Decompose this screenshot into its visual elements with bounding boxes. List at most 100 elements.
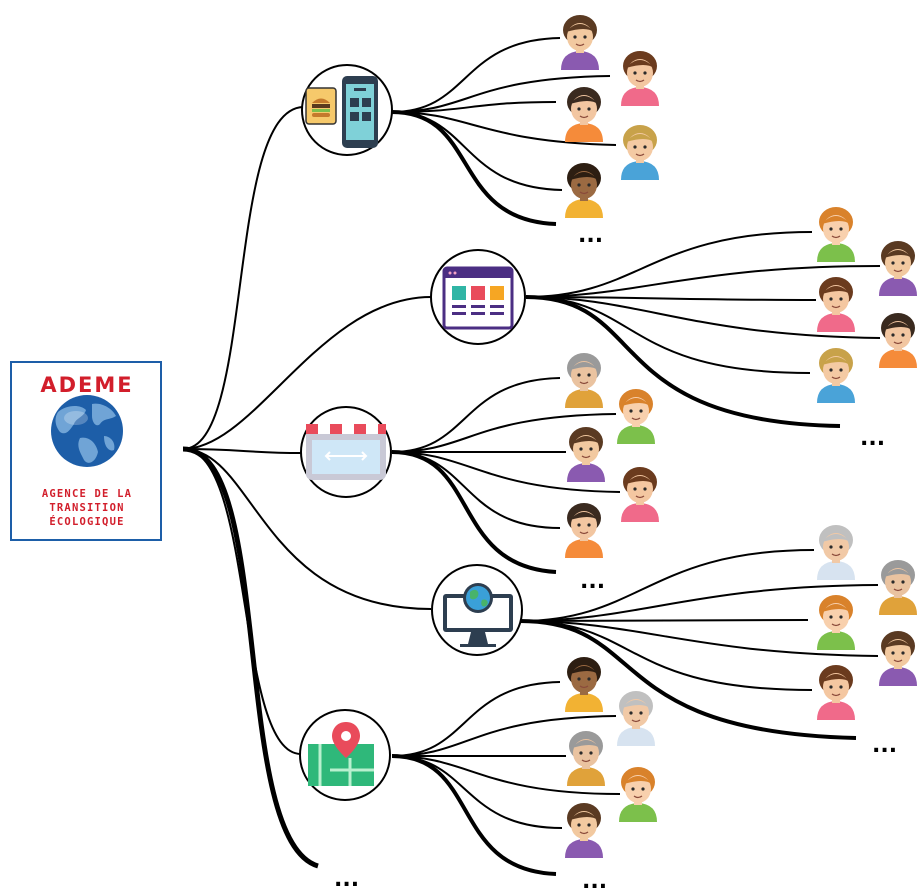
avatar-eye-right [587,373,591,377]
avatar-fringe [822,357,850,365]
elderly-couple-avatar [565,87,603,142]
man-red-shirt-avatar [565,803,603,858]
girl-flower-avatar [621,125,659,180]
avatar-fringe [566,24,594,32]
avatar-eye-right [643,487,647,491]
avatar-eye-left [829,545,833,549]
avatar-fringe [822,674,850,682]
mobile-app-icon [305,76,378,148]
channel-shop-front [300,406,392,498]
trunk-branches [182,106,432,869]
avatar-eye-right [587,107,591,111]
globe-icon [51,395,123,467]
avatar-shirt [621,503,659,522]
woman-curly-avatar [879,313,917,368]
avatar-shirt [817,243,855,262]
avatar-shirt [621,87,659,106]
avatar-shirt [565,389,603,408]
avatar-eye-right [639,409,643,413]
avatar-fringe [884,250,912,258]
avatar-eye-right [839,368,843,372]
avatar-shirt [817,561,855,580]
logo-tagline-1: AGENCE DE LA [42,488,132,500]
avatar-eye-right [587,183,591,187]
channel-web-browser [430,249,526,345]
avatar-mouth [831,693,841,697]
avatar-shirt [817,631,855,650]
avatar-eye-left [579,751,583,755]
avatar-fringe [822,216,850,224]
avatar-shirt [617,425,655,444]
avatar-eye-left [633,487,637,491]
avatar-eye-right [643,145,647,149]
avatar-shirt [565,839,603,858]
avatar-fringe [570,512,598,520]
avatar-shirt [879,667,917,686]
avatar-mouth [635,153,645,157]
avatar-shirt [879,596,917,615]
avatar-eye-left [577,677,581,681]
audience-avatars [561,15,917,858]
avatar-fringe [822,286,850,294]
avatar-eye-left [579,447,583,451]
avatar-eye-right [583,35,587,39]
avatar-eye-right [901,261,905,265]
avatar-mouth [579,831,589,835]
avatar-fringe [884,322,912,330]
avatar-fringe [626,60,654,68]
avatar-eye-left [829,685,833,689]
avatar-mouth [831,235,841,239]
woman-dark-hair-avatar [561,15,599,70]
avatar-eye-left [577,373,581,377]
branches-channel-map [391,681,621,876]
avatar-eye-right [587,523,591,527]
avatar-eye-left [891,261,895,265]
family-avatar [565,657,603,712]
avatar-mouth [579,531,589,535]
avatar-fringe [570,96,598,104]
ginger-girl-avatar [879,631,917,686]
avatar-fringe [822,534,850,542]
avatar-fringe [626,134,654,142]
avatar-fringe [626,476,654,484]
man-glasses-avatar [817,277,855,332]
avatar-eye-right [641,787,645,791]
avatar-mouth [579,115,589,119]
more-markers: ... ... ... ... ... ... [334,223,897,891]
avatar-shirt [565,693,603,712]
avatar-shirt [565,123,603,142]
branches-channel-mobile [391,37,617,226]
avatar-shirt [561,51,599,70]
avatar-mouth [831,553,841,557]
avatar-mouth [575,43,585,47]
avatar-fringe [622,398,650,406]
more-channel-shop: ... [580,569,605,594]
channel-map-pin [299,709,391,801]
avatar-eye-right [589,751,593,755]
avatar-eye-right [839,615,843,619]
avatar-mouth [581,759,591,763]
logo-tagline-3: ÉCOLOGIQUE [49,515,124,528]
avatar-mouth [893,269,903,273]
elderly-man-tie-avatar [817,348,855,403]
avatar-fringe [570,812,598,820]
avatar-mouth [893,588,903,592]
avatar-eye-left [829,615,833,619]
avatar-mouth [579,381,589,385]
avatar-fringe [884,569,912,577]
avatar-shirt [817,313,855,332]
avatar-shirt [817,384,855,403]
avatar-fringe [572,436,600,444]
young-man-avatar [879,560,917,615]
logo-tagline-2: TRANSITION [49,502,124,514]
avatar-mouth [635,79,645,83]
avatar-eye-left [633,145,637,149]
avatar-eye-right [839,545,843,549]
branches-channel-shop [391,377,621,574]
more-channel-web: ... [860,426,885,451]
avatar-shirt [817,701,855,720]
businessman-avatar [567,731,605,786]
avatar-mouth [631,719,641,723]
channel-mobile-app [301,64,393,156]
confused-man-avatar [617,389,655,444]
